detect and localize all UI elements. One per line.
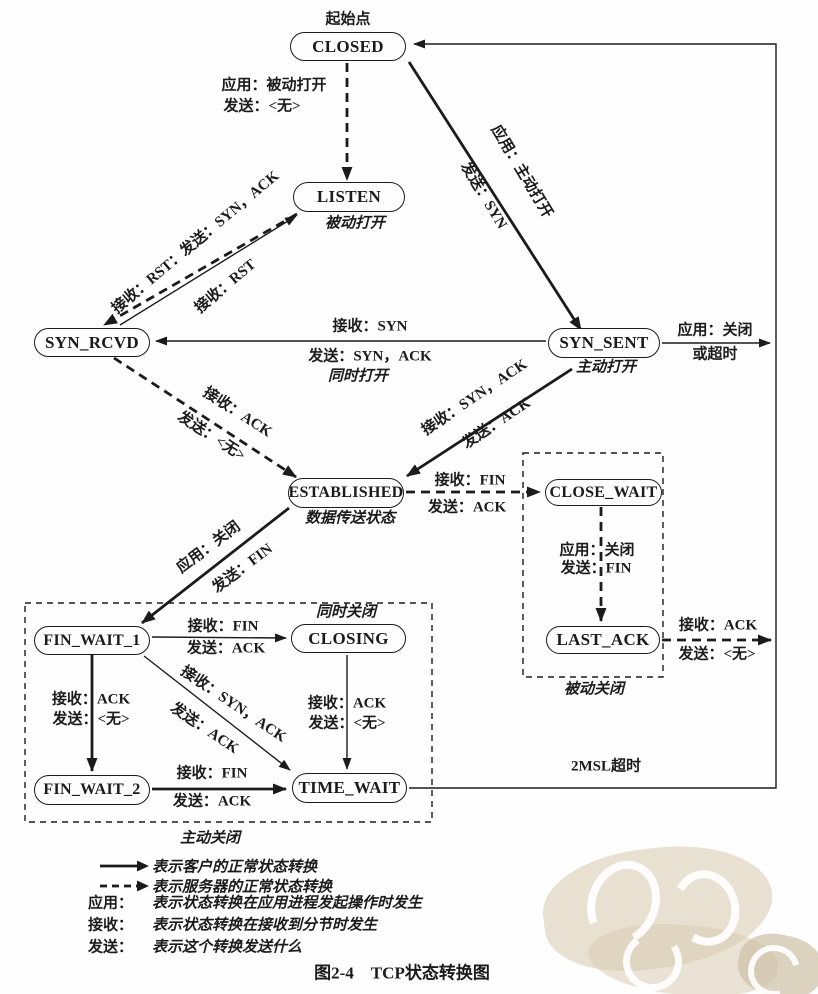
label-synsent-closed-1: 应用：关闭 [677, 322, 753, 339]
active-close-label: 主动关闭 [179, 830, 241, 847]
simultaneous-close-label: 同时关闭 [315, 604, 377, 621]
figure-caption: 图2-4 TCP状态转换图 [314, 963, 490, 983]
label-finwait2-timewait-2: 发送：ACK [172, 793, 252, 810]
state-close-wait: CLOSE_WAIT [545, 479, 662, 506]
state-closing: CLOSING [291, 624, 406, 653]
label-closing-timewait-1: 接收：ACK [307, 695, 387, 712]
legend-appl-desc: 表示状态转换在应用进程发起操作时发生 [152, 895, 423, 912]
legend-appl-term: 应用： [88, 895, 134, 912]
label-closewait-lastack-1: 应用：关闭 [559, 542, 635, 559]
active-open-label: 主动打开 [575, 359, 637, 376]
label-finwait1-closing-2: 发送：ACK [186, 640, 266, 657]
arrow-synsent-to-established [406, 367, 573, 478]
state-last-ack: LAST_ACK [546, 626, 660, 654]
state-closed: CLOSED [290, 32, 406, 61]
label-synsent-closed-2: 或超时 [692, 346, 738, 363]
state-fin-wait-2: FIN_WAIT_2 [34, 775, 150, 805]
label-closing-timewait-2: 发送：<无> [308, 715, 386, 732]
label-finwait2-timewait-1: 接收：FIN [176, 765, 248, 782]
data-transfer-label: 数据传送状态 [304, 510, 396, 527]
label-synsent-synrcvd-1: 接收：SYN [332, 318, 408, 335]
passive-close-group-box [522, 452, 664, 678]
label-timewait-closed: 2MSL超时 [570, 758, 642, 775]
label-lastack-closed-2: 发送：<无> [678, 646, 756, 663]
legend-recv-desc: 表示状态转换在接收到分节时发生 [152, 917, 378, 934]
label-closed-listen-2: 发送：<无> [223, 98, 301, 115]
label-established-closewait-2: 发送：ACK [427, 499, 507, 516]
label-closed-listen-1: 应用：被动打开 [221, 77, 327, 94]
label-finwait1-finwait2-1: 接收：ACK [51, 691, 131, 708]
label-established-closewait-1: 接收：FIN [434, 472, 506, 489]
state-established: ESTABLISHED [288, 478, 404, 508]
arrow-closed-to-synsent [407, 61, 583, 331]
arrow-listen-to-synrcvd [103, 212, 298, 327]
active-close-group-box [24, 602, 433, 823]
label-synsent-synrcvd-2: 发送：SYN，ACK [308, 348, 432, 365]
simultaneous-open-label: 同时打开 [327, 368, 389, 385]
legend-solid-arrow-icon [100, 860, 149, 872]
state-syn-sent: SYN_SENT [548, 328, 660, 358]
arrow-synrcvd-to-listen [119, 215, 297, 326]
legend-dashed-arrow-icon [100, 880, 149, 892]
start-point-label: 起始点 [325, 11, 371, 28]
state-fin-wait-1: FIN_WAIT_1 [34, 626, 150, 655]
state-listen: LISTEN [293, 182, 405, 212]
arrow-established-to-finwait1 [141, 506, 290, 625]
label-finwait1-closing-1: 接收：FIN [187, 618, 259, 635]
passive-open-label: 被动打开 [324, 215, 386, 232]
arrow-timewait-to-closed [409, 39, 777, 789]
arrow-synrcvd-to-established [113, 356, 297, 479]
label-finwait1-finwait2-2: 发送：<无> [52, 711, 130, 728]
legend-server-text: 表示服务器的正常状态转换 [152, 879, 333, 896]
legend-send-desc: 表示这个转换发送什么 [152, 939, 303, 956]
label-closewait-lastack-2: 发送：FIN [560, 560, 632, 577]
arrow-finwait1-to-closing [151, 633, 287, 643]
label-lastack-closed-1: 接收：ACK [678, 617, 758, 634]
passive-close-label: 被动关闭 [563, 681, 625, 698]
state-time-wait: TIME_WAIT [292, 773, 407, 803]
legend-recv-term: 接收： [88, 917, 134, 934]
arrow-finwait1-to-timewait [143, 655, 291, 771]
state-syn-rcvd: SYN_RCVD [34, 328, 150, 357]
legend-client-text: 表示客户的正常状态转换 [152, 859, 318, 876]
legend-send-term: 发送： [88, 939, 134, 956]
